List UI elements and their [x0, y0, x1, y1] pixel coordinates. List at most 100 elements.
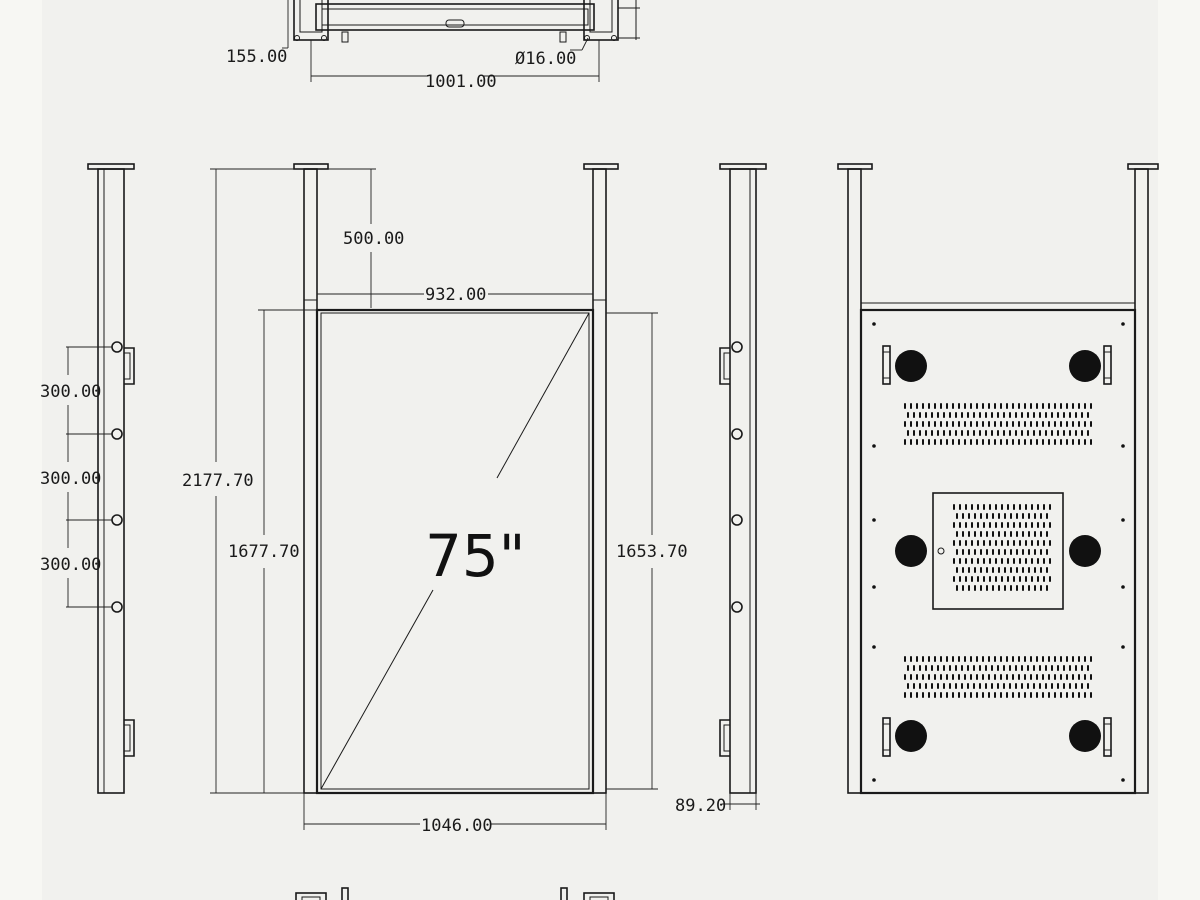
vent-slot: [1018, 439, 1020, 445]
vent-slot: [1003, 412, 1005, 418]
bottom-tab: [341, 887, 349, 900]
vent-slot: [1030, 421, 1032, 427]
vent-slot: [1075, 412, 1077, 418]
vent-slot: [967, 665, 969, 671]
vent-slot: [989, 558, 991, 564]
vent-slot: [986, 549, 988, 555]
vent-slot: [1075, 665, 1077, 671]
vent-slot: [910, 692, 912, 698]
vent-slot: [962, 531, 964, 537]
vent-slot: [974, 513, 976, 519]
vent-slot: [997, 412, 999, 418]
vent-slot: [1012, 403, 1014, 409]
vent-slot: [913, 430, 915, 436]
access-panel-vents: [953, 504, 1051, 591]
vent-slot: [976, 403, 978, 409]
vent-slot: [1016, 513, 1018, 519]
vent-slot: [937, 683, 939, 689]
vent-slot: [1042, 439, 1044, 445]
vent-slot: [1040, 549, 1042, 555]
vent-slot: [959, 558, 961, 564]
screen-diagonal: [496, 312, 590, 479]
vent-slot: [1036, 421, 1038, 427]
vent-slot: [1012, 439, 1014, 445]
vent-slot: [982, 403, 984, 409]
vent-slot: [965, 504, 967, 510]
vent-slot: [922, 674, 924, 680]
vent-slot: [986, 531, 988, 537]
vent-slot: [946, 421, 948, 427]
vent-slot: [1090, 692, 1092, 698]
vent-slot: [1072, 656, 1074, 662]
vent-slot: [983, 504, 985, 510]
handle: [882, 717, 891, 757]
vent-slot: [989, 522, 991, 528]
vent-slot: [988, 674, 990, 680]
handle: [1103, 717, 1112, 757]
vent-slot: [1004, 513, 1006, 519]
vent-slot: [940, 439, 942, 445]
vent-slot: [964, 403, 966, 409]
vent-slot: [1003, 683, 1005, 689]
vent-slot: [991, 665, 993, 671]
vent-slot: [1084, 421, 1086, 427]
vent-slot: [1033, 430, 1035, 436]
vent-slot: [1019, 522, 1021, 528]
vent-slot: [925, 665, 927, 671]
vent-slot: [958, 421, 960, 427]
vent-slot: [997, 683, 999, 689]
vent-slot: [1015, 412, 1017, 418]
vent-slot: [931, 412, 933, 418]
vent-slot: [1027, 430, 1029, 436]
vent-slot: [1045, 665, 1047, 671]
access-panel-lock: [937, 547, 945, 555]
vent-slot: [1090, 439, 1092, 445]
vent-slot: [916, 674, 918, 680]
vent-slot: [961, 430, 963, 436]
vent-slot: [1033, 665, 1035, 671]
vent-slot: [1072, 674, 1074, 680]
vent-slot: [919, 665, 921, 671]
vent-slot: [967, 683, 969, 689]
vent-slot: [1036, 692, 1038, 698]
vent-slot: [1090, 421, 1092, 427]
vent-slot: [937, 665, 939, 671]
vent-slot: [1078, 403, 1080, 409]
vent-slot: [988, 656, 990, 662]
top-frame-outer: [315, 3, 595, 31]
vent-slot: [934, 656, 936, 662]
vent-slot: [1009, 683, 1011, 689]
vent-slot: [1003, 665, 1005, 671]
vent-slot: [1078, 674, 1080, 680]
vent-slot: [1034, 513, 1036, 519]
vent-slot: [979, 412, 981, 418]
vent-slot: [949, 683, 951, 689]
vent-slot: [1022, 513, 1024, 519]
vent-slot: [1072, 421, 1074, 427]
vent-slot: [934, 421, 936, 427]
vent-slot: [1087, 430, 1089, 436]
vent-slot: [1090, 403, 1092, 409]
spacing-label-3: 300.00: [40, 555, 101, 575]
vent-slot: [1060, 674, 1062, 680]
vent-slot: [913, 683, 915, 689]
vent-slot: [1045, 412, 1047, 418]
vent-slot: [977, 504, 979, 510]
vent-slot: [1049, 504, 1051, 510]
vent-slot: [973, 665, 975, 671]
vent-slot: [970, 403, 972, 409]
vent-slot: [995, 540, 997, 546]
vent-slot: [1001, 558, 1003, 564]
vent-slot: [1001, 576, 1003, 582]
vent-slot: [1018, 656, 1020, 662]
right-side-view: 89.20: [675, 163, 767, 816]
vent-slot: [953, 558, 955, 564]
top-right-bracket-inner: [589, 0, 613, 33]
vent-slot: [1006, 656, 1008, 662]
vent-slot: [1019, 576, 1021, 582]
vent-slot: [1016, 585, 1018, 591]
vent-slot: [1046, 531, 1048, 537]
back-view: [837, 163, 1159, 795]
vent-slot: [1051, 412, 1053, 418]
vent-slot: [1066, 692, 1068, 698]
